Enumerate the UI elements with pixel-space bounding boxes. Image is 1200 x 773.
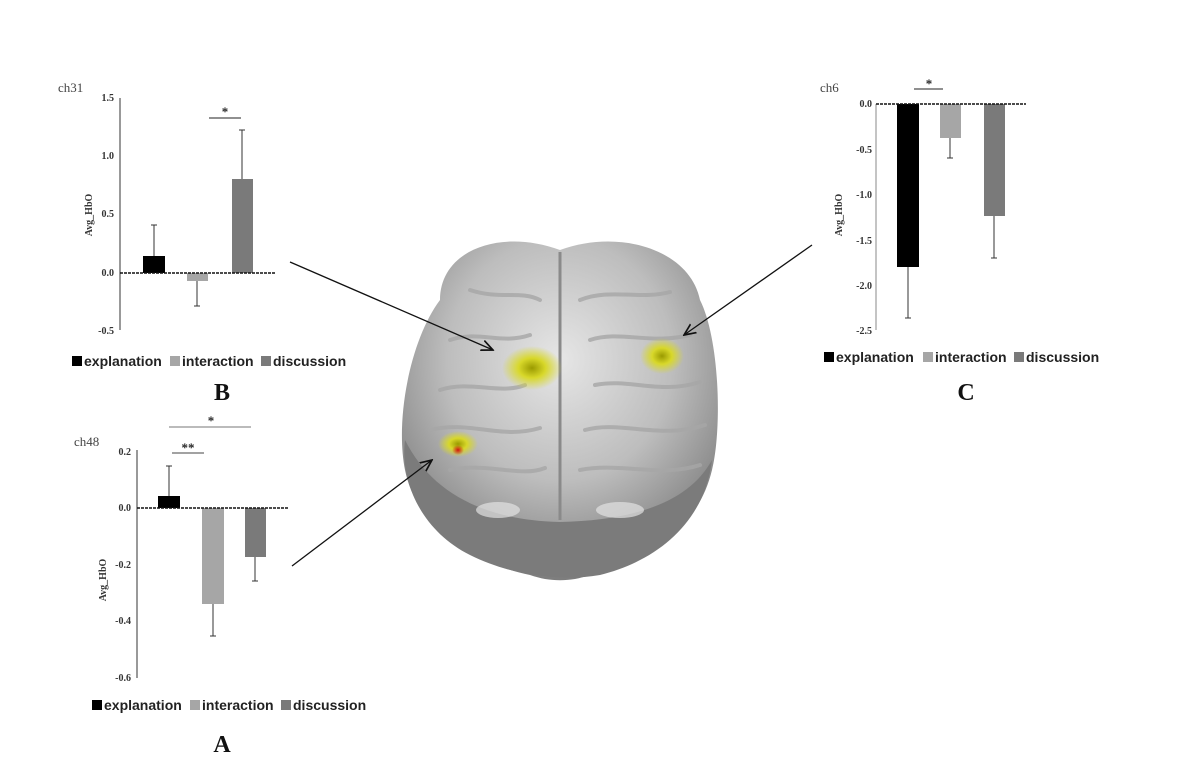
- svg-text:-0.2: -0.2: [115, 560, 131, 571]
- chart-a: ch48 Avg_HbO 0.2 0.0 -0.2 -0.4 -0.6 ** *…: [74, 413, 366, 758]
- panel-label: C: [957, 380, 974, 406]
- chart-c: ch6 Avg_HbO 0.0 -0.5 -1.0 -1.5 -2.0 -2.5…: [820, 76, 1099, 406]
- legend-label-discussion: discussion: [293, 697, 366, 713]
- legend-swatch-discussion: [1014, 352, 1024, 362]
- legend-label-explanation: explanation: [104, 697, 182, 713]
- y-axis-label: Avg_HbO: [84, 193, 95, 236]
- y-ticks: 1.5 1.0 0.5 0.0 -0.5: [98, 93, 114, 337]
- legend: explanation interaction discussion: [824, 349, 1099, 365]
- legend-label-interaction: interaction: [202, 697, 274, 713]
- legend-label-discussion: discussion: [1026, 349, 1099, 365]
- arrow-ch48: [291, 460, 432, 567]
- legend-swatch-explanation: [92, 700, 102, 710]
- svg-text:0.0: 0.0: [102, 268, 115, 279]
- bar-discussion: [245, 508, 266, 557]
- significance-marker: *: [222, 104, 229, 119]
- legend: explanation interaction discussion: [92, 697, 366, 713]
- svg-text:0.5: 0.5: [102, 209, 115, 220]
- significance-marker: **: [182, 440, 195, 455]
- legend-label-discussion: discussion: [273, 353, 346, 369]
- activation-ch6: [640, 338, 684, 374]
- svg-text:-2.0: -2.0: [856, 281, 872, 292]
- svg-text:-0.4: -0.4: [115, 616, 131, 627]
- legend-label-explanation: explanation: [836, 349, 914, 365]
- legend: explanation interaction discussion: [72, 353, 346, 369]
- legend-swatch-discussion: [261, 356, 271, 366]
- panel-label: A: [213, 732, 231, 758]
- legend-swatch-interaction: [190, 700, 200, 710]
- legend-swatch-explanation: [72, 356, 82, 366]
- arrow-ch6: [684, 244, 813, 335]
- brain-render: [401, 241, 718, 581]
- bar-discussion: [984, 104, 1005, 216]
- svg-text:-2.5: -2.5: [856, 326, 872, 337]
- y-axis-label: Avg_HbO: [98, 558, 109, 601]
- bar-explanation: [143, 256, 165, 273]
- svg-text:1.0: 1.0: [102, 151, 115, 162]
- channel-label: ch31: [58, 80, 83, 95]
- arrow-ch31: [289, 261, 493, 350]
- chart-b: ch31 Avg_HbO 1.5 1.0 0.5 0.0 -0.5 * expl…: [58, 80, 346, 406]
- svg-text:-1.5: -1.5: [856, 236, 872, 247]
- significance-marker: *: [926, 76, 933, 91]
- svg-text:-0.5: -0.5: [856, 145, 872, 156]
- activation-ch48: [438, 431, 478, 457]
- y-ticks: 0.0 -0.5 -1.0 -1.5 -2.0 -2.5: [856, 99, 872, 337]
- bar-interaction: [940, 104, 961, 138]
- svg-text:1.5: 1.5: [102, 93, 115, 104]
- svg-text:0.0: 0.0: [860, 99, 873, 110]
- significance-marker: *: [208, 413, 215, 428]
- svg-text:-0.5: -0.5: [98, 326, 114, 337]
- bar-explanation: [158, 496, 180, 508]
- y-axis-label: Avg_HbO: [834, 193, 845, 236]
- legend-swatch-interaction: [170, 356, 180, 366]
- svg-text:-0.6: -0.6: [115, 673, 131, 684]
- bar-discussion: [232, 179, 253, 273]
- legend-label-explanation: explanation: [84, 353, 162, 369]
- svg-text:0.0: 0.0: [119, 503, 132, 514]
- legend-label-interaction: interaction: [182, 353, 254, 369]
- activation-ch31: [502, 346, 562, 390]
- bar-interaction: [187, 273, 208, 281]
- bar-explanation: [897, 104, 919, 267]
- channel-label: ch6: [820, 80, 839, 95]
- legend-swatch-interaction: [923, 352, 933, 362]
- bar-interaction: [202, 508, 224, 604]
- svg-text:0.2: 0.2: [119, 447, 132, 458]
- svg-text:-1.0: -1.0: [856, 190, 872, 201]
- legend-swatch-explanation: [824, 352, 834, 362]
- legend-swatch-discussion: [281, 700, 291, 710]
- panel-label: B: [214, 380, 230, 406]
- legend-label-interaction: interaction: [935, 349, 1007, 365]
- y-ticks: 0.2 0.0 -0.2 -0.4 -0.6: [115, 447, 131, 684]
- channel-label: ch48: [74, 434, 99, 449]
